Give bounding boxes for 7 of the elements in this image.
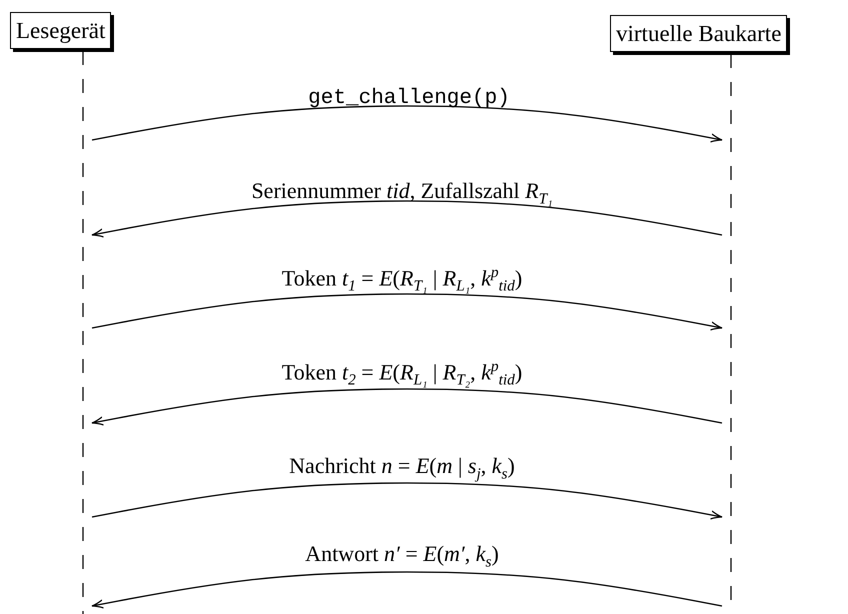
participant-box: virtuelle Baukarte [610,15,788,52]
edge-label: Antwort n′ = E(m′, k$_{s}$) [305,541,499,572]
edge-label: get_challenge(p) [308,86,510,112]
edge-label: Nachricht n = E(m | s$_{j}$, k$_{s}$) [289,453,515,484]
participant-box: Lesegerät [10,12,112,49]
edge-label: Token t$_{2}$ = E(R$_{L₁}$ | R$_{T₂}$, k$^{p}$$_{tid}$) [282,358,522,390]
edge-label: Token t$_{1}$ = E(R$_{T₁}$ | R$_{L₁}$, k$^{p}$$_{tid}$) [282,264,522,296]
